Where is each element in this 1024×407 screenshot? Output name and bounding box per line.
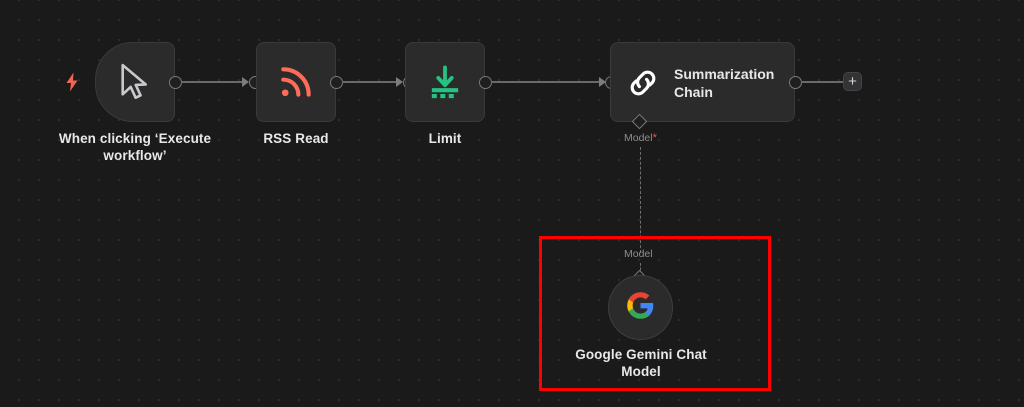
rss-icon xyxy=(257,43,335,121)
node-google-gemini-chat-model[interactable] xyxy=(608,275,673,340)
node-label-trigger: When clicking ‘Execute workflow’ xyxy=(58,131,212,163)
limit-arrow-icon xyxy=(406,43,484,121)
mouse-pointer-icon xyxy=(96,43,174,121)
node-label-google-gemini-chat-model: Google Gemini Chat Model xyxy=(575,347,707,379)
connection-trigger-to-rss[interactable] xyxy=(181,81,244,83)
connection-arrow-limit xyxy=(396,77,403,87)
node-rss-read[interactable] xyxy=(256,42,336,122)
model-port-label-chain: Model* xyxy=(624,132,657,144)
node-label-summarization-chain: Summarization Chain xyxy=(674,66,775,100)
node-label-limit: Limit xyxy=(428,131,462,146)
google-g-icon xyxy=(626,291,655,325)
chain-link-icon xyxy=(623,63,663,103)
model-port-label-text: Model xyxy=(624,132,653,144)
model-port-required-asterisk: * xyxy=(652,132,657,144)
add-node-button[interactable]: + xyxy=(843,72,862,91)
node-limit[interactable] xyxy=(405,42,485,122)
connection-chain-to-add[interactable] xyxy=(801,81,843,83)
connection-chain-to-gemini[interactable] xyxy=(640,147,641,253)
model-port-label-gemini: Model xyxy=(624,248,653,260)
connection-arrow-chain xyxy=(599,77,606,87)
connection-rss-to-limit[interactable] xyxy=(342,81,398,83)
lightning-bolt-icon xyxy=(62,70,82,94)
node-summarization-chain[interactable]: Summarization Chain xyxy=(610,42,795,122)
connection-limit-to-chain[interactable] xyxy=(491,81,601,83)
node-label-rss-read: RSS Read xyxy=(263,131,329,146)
node-when-clicking-execute-workflow[interactable] xyxy=(95,42,175,122)
connection-arrow-rss xyxy=(242,77,249,87)
